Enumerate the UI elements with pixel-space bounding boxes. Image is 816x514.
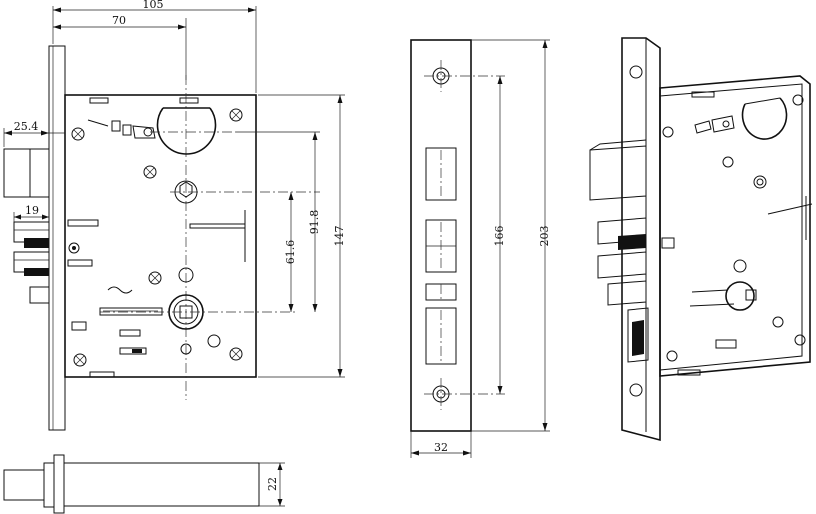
dim-label-hub-spacing: 91.8 — [308, 210, 321, 235]
bottom-view: 22 — [3, 454, 285, 514]
cylinder-hole — [170, 180, 320, 204]
iso-case — [659, 75, 811, 377]
deadlatch-stack — [13, 221, 50, 276]
faceplate-view: 166 203 32 — [410, 39, 551, 458]
dim-label-backset: 70 — [112, 14, 126, 27]
isometric-view — [589, 37, 813, 442]
faceplate-outline — [410, 39, 472, 432]
dim-25-4: 25.4 — [3, 120, 65, 147]
internal-linkage — [67, 97, 246, 378]
iso-latch-bolt — [589, 145, 647, 201]
dim-label-faceplate-width: 32 — [434, 441, 448, 454]
dim-label-screw-spacing: 166 — [493, 226, 506, 247]
case-screws — [68, 108, 243, 367]
dim-label-latch-throw: 19 — [25, 204, 39, 217]
front-view: 105 70 25.4 19 — [3, 0, 346, 431]
lock-case — [64, 94, 257, 378]
dim-70: 70 — [53, 14, 187, 80]
dim-61-6: 61.6 — [284, 192, 297, 312]
dim-label-faceplate-height: 203 — [538, 226, 551, 247]
front-faceplate — [48, 45, 66, 431]
dim-label-deadbolt-height: 22 — [266, 477, 279, 491]
lever-hub — [100, 294, 296, 330]
dim-label-case-height: 147 — [333, 226, 346, 247]
dim-147: 147 — [258, 94, 346, 378]
hub-cutout — [150, 107, 236, 155]
lower-hole — [180, 343, 192, 355]
auxiliary-latch — [29, 286, 50, 304]
dim-label-latch-projection: 25.4 — [14, 120, 39, 133]
dim-91-8: 91.8 — [236, 131, 321, 312]
dim-label-lever-spacing: 61.6 — [284, 240, 297, 265]
dim-label-overall-width: 105 — [143, 0, 164, 11]
dim-19: 19 — [13, 204, 49, 222]
dim-105: 105 — [52, 0, 257, 93]
mid-hole — [178, 267, 194, 283]
